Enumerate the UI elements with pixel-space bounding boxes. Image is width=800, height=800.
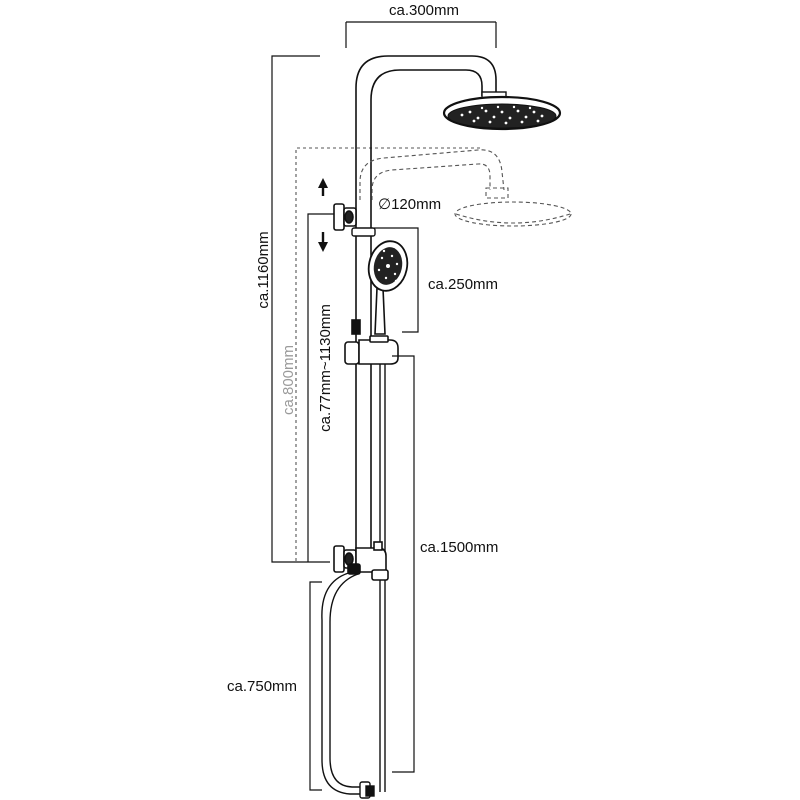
arrow-up-icon (318, 178, 328, 196)
arrow-down-icon (318, 232, 328, 252)
riser-pipe (355, 55, 497, 560)
hose-connector (359, 781, 375, 799)
label-height-min: ca.800mm (280, 345, 297, 415)
dim-adjust-range (307, 213, 334, 562)
shower-hose (321, 364, 386, 795)
shower-head (442, 91, 562, 131)
label-adjust-range: ca.77mm~1130mm (317, 304, 334, 432)
hand-shower (367, 240, 409, 335)
dim-height-total (271, 55, 330, 563)
label-hose-len: ca.1500mm (420, 539, 498, 556)
label-width-top: ca.300mm (389, 2, 459, 19)
pipe-collar (351, 227, 376, 237)
dim-height-min (295, 147, 480, 562)
label-height-total: ca.1160mm (255, 231, 272, 308)
label-hand-shower-len: ca.250mm (428, 276, 498, 293)
label-bottom-len: ca.750mm (227, 678, 297, 695)
hand-shower-slider (344, 319, 399, 365)
lowered-arm-dashed (359, 149, 572, 227)
diverter-mixer (333, 541, 389, 581)
label-head-diameter: ∅120mm (378, 196, 441, 213)
dim-hose (392, 355, 415, 773)
dim-bottom (309, 581, 322, 791)
wall-bracket-upper (333, 203, 357, 231)
dim-hand-shower (374, 227, 419, 333)
dim-width-top (345, 21, 497, 48)
